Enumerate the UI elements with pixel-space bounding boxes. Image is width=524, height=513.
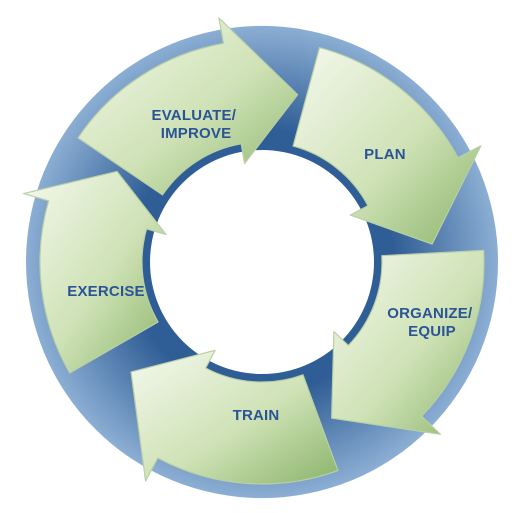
label-exercise-line-1: EXERCISE bbox=[67, 283, 144, 300]
label-exercise: EXERCISE bbox=[67, 283, 144, 300]
label-evaluate-improve-line-1: EVALUATE/ bbox=[152, 107, 237, 124]
label-train-line-1: TRAIN bbox=[233, 407, 280, 424]
label-evaluate-improve: EVALUATE/ IMPROVE bbox=[152, 107, 241, 142]
label-organize-equip-line-1: ORGANIZE/ bbox=[387, 305, 473, 322]
arrow-group bbox=[23, 17, 485, 485]
arrow-exercise bbox=[23, 170, 167, 374]
label-organize-equip-line-2: EQUIP bbox=[408, 323, 456, 340]
label-plan: PLAN bbox=[364, 146, 406, 163]
arrow-organize-equip bbox=[331, 249, 485, 435]
label-organize-equip: ORGANIZE/ EQUIP bbox=[387, 305, 477, 340]
arrow-train bbox=[130, 349, 339, 485]
arrow-evaluate-improve bbox=[77, 17, 299, 196]
label-plan-line-1: PLAN bbox=[364, 146, 406, 163]
label-evaluate-improve-line-2: IMPROVE bbox=[161, 125, 232, 142]
arrow-plan bbox=[292, 47, 482, 245]
label-train: TRAIN bbox=[233, 407, 280, 424]
